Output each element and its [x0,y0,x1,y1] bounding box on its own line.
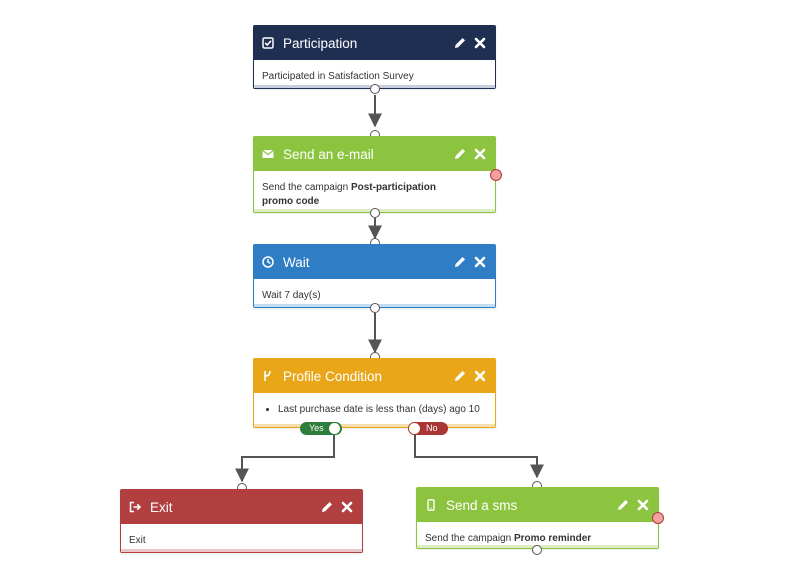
node-sms[interactable]: Send a sms Send the campaign Promo remin… [416,487,659,549]
node-wait[interactable]: Wait Wait 7 day(s) [253,244,496,308]
node-email-error-port[interactable] [490,169,502,181]
check-square-icon [262,37,274,49]
sign-out-icon [129,501,141,513]
node-sms-body: Send the campaign Promo reminder [417,522,658,554]
branch-yes-port[interactable] [329,423,340,434]
node-footer-bar [121,549,362,552]
node-email-campaign-name: Post-participation promo code [262,182,436,207]
condition-rule-list: Last purchase date is less than (days) a… [262,403,487,417]
branch-no-pill[interactable]: No [408,422,448,435]
node-exit-header[interactable]: Exit [121,490,362,524]
connector-no-sms [414,435,544,479]
node-email-body-prefix: Send the campaign [262,182,351,193]
node-condition[interactable]: Profile Condition Last purchase date is … [253,358,496,428]
node-exit-body: Exit [129,535,146,546]
node-participation-title: Participation [283,35,358,51]
close-icon[interactable] [340,500,354,514]
close-icon[interactable] [636,498,650,512]
clock-icon [262,256,274,268]
close-icon[interactable] [473,147,487,161]
branch-no-port[interactable] [409,423,420,434]
close-icon[interactable] [473,36,487,50]
close-icon[interactable] [473,369,487,383]
node-wait-header[interactable]: Wait [254,245,495,279]
node-email-out-port[interactable] [370,208,380,218]
close-icon[interactable] [473,255,487,269]
node-sms-body-prefix: Send the campaign [425,533,514,544]
node-sms-out-port[interactable] [532,545,542,555]
branch-yes-label: Yes [309,423,324,433]
pencil-icon[interactable] [320,500,334,514]
branch-no-label: No [426,423,438,433]
node-email-body: Send the campaign Post-participation pro… [254,171,495,217]
node-sms-campaign-name: Promo reminder [513,533,592,544]
pencil-icon[interactable] [453,369,467,383]
node-sms-header[interactable]: Send a sms [417,488,658,522]
node-sms-title: Send a sms [446,497,518,513]
mobile-icon [427,499,435,511]
pencil-icon[interactable] [616,498,630,512]
node-wait-body: Wait 7 day(s) [262,290,321,301]
pencil-icon[interactable] [453,36,467,50]
branch-yes-pill[interactable]: Yes [300,422,342,435]
connector-yes-exit [235,435,335,483]
pencil-icon[interactable] [453,255,467,269]
node-condition-header[interactable]: Profile Condition [254,359,495,393]
node-wait-out-port[interactable] [370,303,380,313]
node-condition-body: Last purchase date is less than (days) a… [254,393,495,425]
node-email-title: Send an e-mail [283,146,374,162]
node-participation-body: Participated in Satisfaction Survey [262,71,414,82]
node-exit-title: Exit [150,499,173,515]
node-email[interactable]: Send an e-mail Send the campaign Post-pa… [253,136,496,213]
node-participation[interactable]: Participation Participated in Satisfacti… [253,25,496,89]
node-wait-title: Wait [283,254,310,270]
node-exit[interactable]: Exit Exit [120,489,363,553]
node-participation-header[interactable]: Participation [254,26,495,60]
node-participation-out-port[interactable] [370,84,380,94]
branch-icon [264,370,271,381]
pencil-icon[interactable] [453,147,467,161]
node-footer-bar [254,424,495,427]
node-condition-title: Profile Condition [283,368,383,384]
condition-rule: Last purchase date is less than (days) a… [278,403,487,417]
envelope-icon [262,150,274,158]
node-email-header[interactable]: Send an e-mail [254,137,495,171]
node-sms-error-port[interactable] [652,512,664,524]
